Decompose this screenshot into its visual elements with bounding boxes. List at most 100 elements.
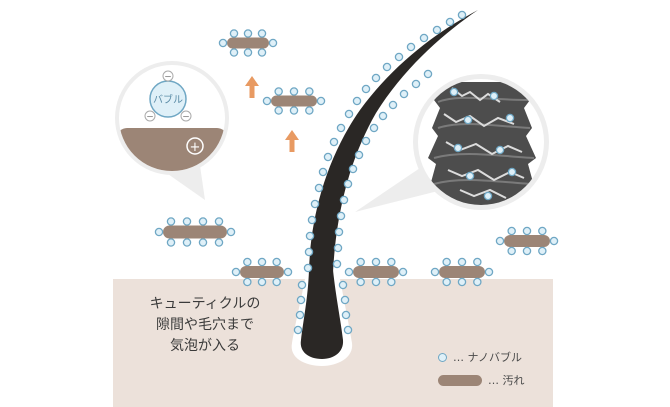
follicle-bubble — [297, 280, 307, 290]
hair-bubble — [445, 17, 455, 27]
nanobubble — [387, 257, 396, 267]
nanobubble — [305, 106, 314, 115]
nanobubble — [507, 246, 516, 256]
nanobubble — [226, 227, 236, 237]
skin-caption: キューティクルの 隙間や毛穴まで 気泡が入る — [120, 294, 290, 357]
cuticle-bubble — [483, 191, 493, 201]
nanobubble — [272, 277, 281, 287]
hair-bubble — [411, 79, 421, 89]
dirt-particle — [227, 37, 269, 49]
hair-bubble — [348, 164, 358, 174]
nanobubble — [387, 277, 396, 287]
nanobubble — [289, 87, 299, 96]
legend-dirt-text: … 汚れ — [488, 374, 525, 387]
nanobubble — [257, 277, 267, 287]
nanobubble — [371, 257, 381, 267]
nanobubble — [430, 267, 440, 277]
nanobubble — [243, 257, 252, 267]
nanobubble — [272, 257, 281, 267]
nanobubble — [243, 48, 253, 57]
nanobubble — [495, 236, 505, 246]
hair-bubble — [339, 195, 349, 205]
hair-bubble — [419, 33, 429, 43]
cuticle-bubble — [449, 87, 459, 97]
hair-bubble — [361, 136, 371, 146]
hair-bubble — [304, 247, 314, 257]
hair-bubble — [352, 96, 362, 106]
follicle-bubble — [296, 295, 306, 305]
nanobubble — [214, 238, 224, 247]
hair-bubble — [307, 215, 317, 225]
plus-sign: + — [186, 137, 204, 155]
svg-text:−: − — [164, 73, 172, 83]
nanobubble — [442, 257, 451, 267]
zoom-circle-bubble: バブル − − − + — [115, 61, 229, 175]
nanobubble — [257, 48, 267, 57]
legend-dirt: … 汚れ — [438, 372, 525, 388]
zoom-bubble-label: バブル — [153, 93, 183, 106]
hair-bubble — [336, 211, 346, 221]
nanobubble — [356, 277, 365, 287]
hair-bubble — [343, 179, 353, 189]
dirt-particle — [271, 95, 317, 107]
nanobubble — [457, 257, 467, 267]
dirt-particle — [439, 266, 485, 278]
nanobubble — [243, 277, 252, 287]
follicle-bubble — [338, 280, 348, 290]
follicle-bubble — [295, 310, 305, 320]
hair-bubble — [388, 100, 398, 110]
hair-bubble — [354, 150, 364, 160]
minus-right: − — [180, 110, 192, 123]
zoom-pointer-right — [355, 168, 442, 212]
legend-dirt-icon — [438, 374, 482, 386]
hair-bubble — [406, 42, 416, 52]
arrow-up-1 — [245, 76, 259, 98]
hair-bubble — [336, 123, 346, 133]
hair-bubble — [333, 243, 343, 253]
nanobubble — [484, 267, 494, 277]
cuticle-bubble — [489, 91, 499, 101]
follicle-bubble — [341, 310, 351, 320]
hair-bubble — [305, 231, 315, 241]
nanobubble — [538, 246, 547, 256]
nanobubble — [316, 96, 326, 106]
legend-bubble-icon — [438, 352, 447, 362]
nanobubble — [457, 277, 467, 287]
follicle-bubble — [293, 325, 303, 335]
nanobubble — [218, 38, 228, 48]
dirt-particle — [504, 235, 550, 247]
hair-bubble — [399, 89, 409, 99]
arrow-up-2 — [285, 130, 299, 152]
legend-bubble-text: … ナノバブル — [453, 351, 522, 364]
dirt-particle — [353, 266, 399, 278]
hair-bubble — [334, 227, 344, 237]
hair-bubble — [457, 10, 467, 20]
cuticle-bubble — [505, 113, 515, 123]
nanobubble — [305, 87, 314, 96]
nanobubble — [473, 257, 482, 267]
nanobubble — [166, 217, 176, 226]
nanobubble — [182, 217, 192, 226]
skin-caption-line-2: 隙間や毛穴まで — [156, 317, 254, 333]
nanobubble — [538, 226, 547, 236]
minus-top: − — [162, 70, 174, 83]
follicle-bubble — [343, 325, 353, 335]
cuticle-bubble — [507, 167, 517, 177]
nanobubble — [283, 267, 293, 277]
follicle-bubble — [340, 295, 350, 305]
hair-bubble — [369, 123, 379, 133]
hair-bubble — [432, 25, 442, 35]
nanobubble — [198, 217, 208, 226]
cuticle-bubble — [463, 115, 473, 125]
hair-bubble — [303, 263, 313, 273]
nanobubble — [214, 217, 224, 226]
nanobubble — [182, 238, 192, 247]
dirt-particle — [240, 266, 284, 278]
hair-bubble — [344, 109, 354, 119]
nanobubble — [154, 227, 164, 237]
cuticle-bubble — [495, 145, 505, 155]
cuticle-bubble — [465, 171, 475, 181]
svg-text:−: − — [182, 113, 190, 123]
